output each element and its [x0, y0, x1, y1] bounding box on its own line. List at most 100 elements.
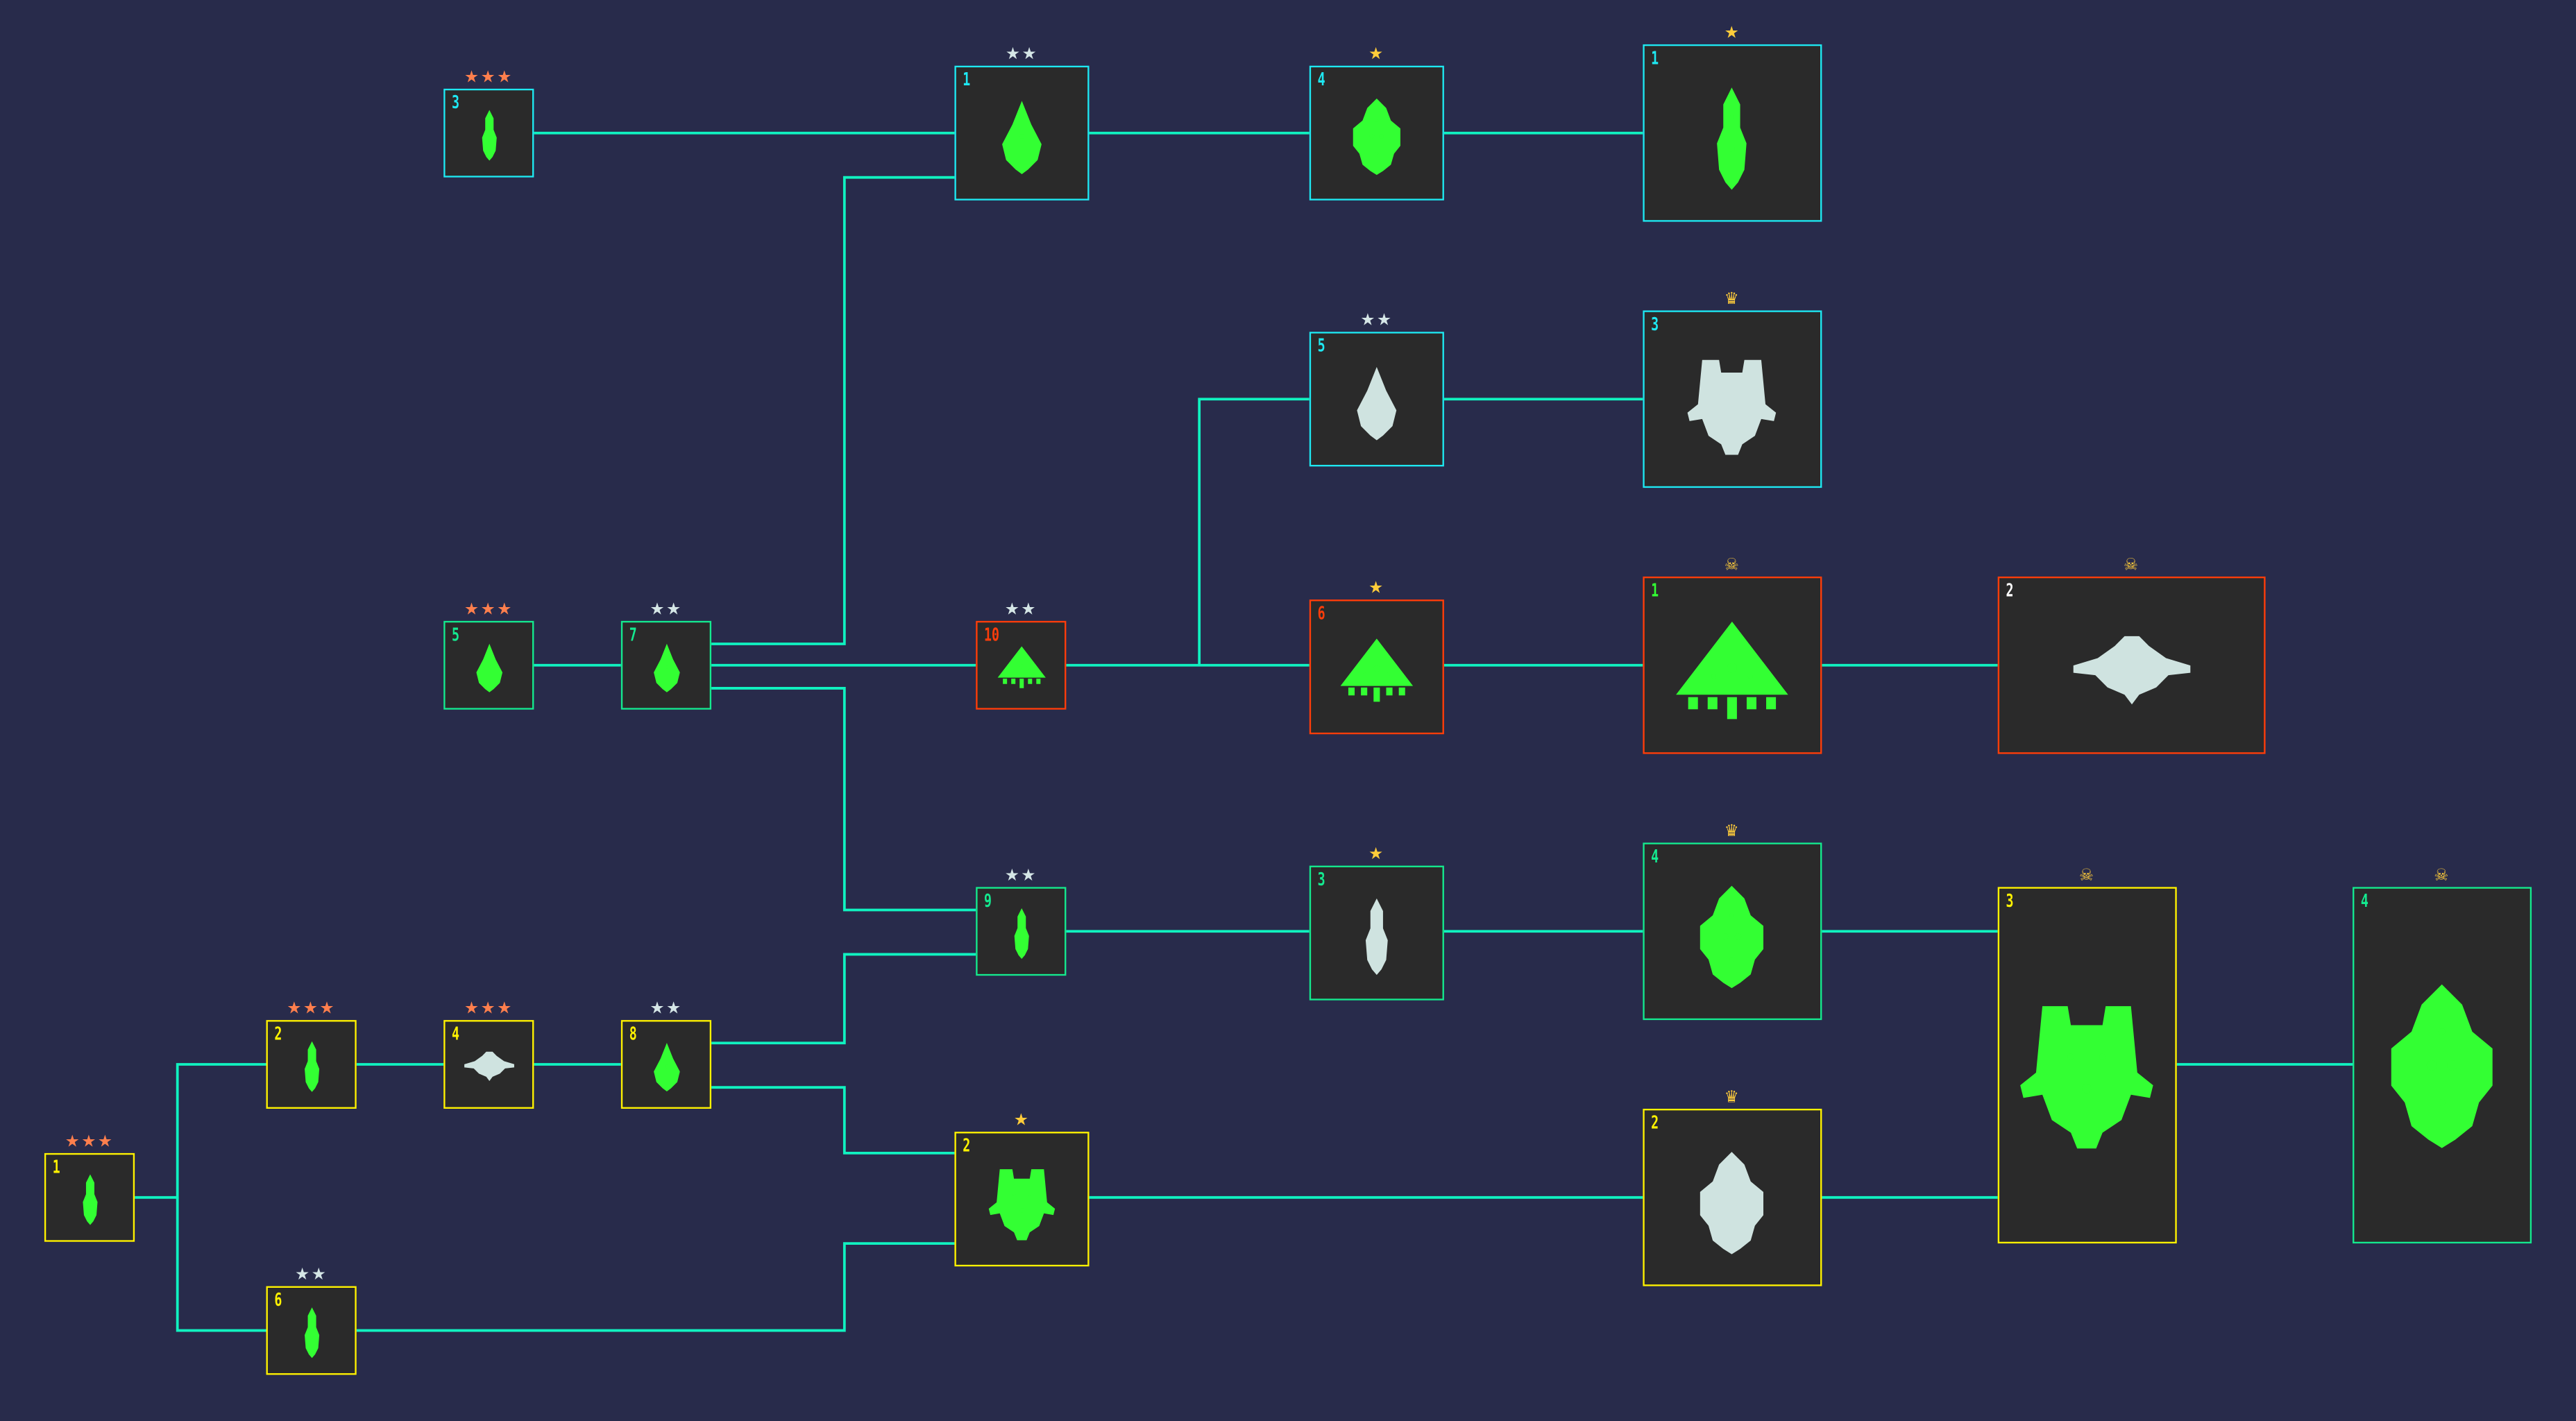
ship-icon: [1679, 343, 1785, 466]
ship-icon: [1650, 609, 1815, 731]
ship-node[interactable]: ★★★ 2: [266, 1001, 357, 1109]
crown-icon: ♛: [1724, 1089, 1741, 1107]
ship-icon: [995, 904, 1047, 964]
star-rating-icon: ★★: [295, 1266, 328, 1285]
ship-icon: [1679, 77, 1785, 199]
node-number-label: 4: [452, 1023, 459, 1045]
star-rating-icon: ★: [1368, 846, 1385, 865]
crown-icon: ♛: [1724, 291, 1741, 309]
ship-node[interactable]: ★★ 7: [620, 601, 712, 710]
star-rating-icon: ★: [1724, 24, 1741, 43]
star-rating-icon: ★: [1013, 1112, 1031, 1130]
ship-node[interactable]: ★★ 8: [620, 1001, 712, 1109]
node-number-label: 1: [52, 1156, 60, 1178]
ship-icon: [1337, 625, 1416, 717]
star-rating-icon: ★★★: [65, 1133, 115, 1152]
node-number-label: 2: [1651, 1112, 1659, 1134]
ship-node[interactable]: ☠ 4: [2353, 867, 2532, 1244]
node-number-label: 3: [452, 92, 459, 114]
node-number-label: 4: [2360, 890, 2369, 912]
star-rating-icon: ★★: [1360, 312, 1393, 330]
ship-node[interactable]: ♛ 3: [1643, 291, 1822, 488]
crown-icon: ♛: [1724, 823, 1741, 842]
edge: [135, 1063, 266, 1199]
ship-icon: [1337, 91, 1416, 183]
star-rating-icon: ★: [1368, 46, 1385, 65]
ship-icon: [63, 1170, 115, 1229]
ship-node[interactable]: ★ 6: [1309, 580, 1444, 735]
edge: [711, 953, 976, 1045]
ship-node[interactable]: ★★ 9: [976, 867, 1067, 976]
star-rating-icon: ★★★: [464, 69, 514, 87]
ship-icon: [1337, 891, 1416, 983]
edge: [711, 1086, 955, 1155]
edge: [711, 687, 976, 912]
node-number-label: 1: [1651, 47, 1659, 69]
ship-node[interactable]: ★★★ 5: [443, 601, 534, 710]
edge: [711, 176, 955, 645]
star-rating-icon: ★★: [1004, 867, 1037, 886]
ship-node[interactable]: ★ 3: [1309, 846, 1444, 1001]
skull-icon: ☠: [2123, 556, 2140, 575]
ship-icon: [463, 1037, 515, 1097]
ship-icon: [983, 91, 1062, 183]
ship-icon: [285, 1303, 337, 1363]
node-number-label: 9: [984, 890, 992, 912]
ship-node[interactable]: ♛ 4: [1643, 823, 1822, 1021]
edge: [1198, 398, 1310, 665]
ship-icon: [995, 638, 1047, 697]
node-number-label: 6: [274, 1289, 282, 1311]
node-number-label: 8: [629, 1023, 637, 1045]
node-number-label: 10: [984, 624, 999, 646]
star-rating-icon: ★★★: [464, 601, 514, 620]
ship-icon: [1679, 1141, 1785, 1263]
ship-node[interactable]: ☠ 3: [1997, 867, 2177, 1244]
node-number-label: 1: [1651, 579, 1659, 602]
node-number-label: 4: [1317, 69, 1325, 91]
ship-node[interactable]: ★★ 6: [266, 1266, 357, 1375]
node-number-label: 2: [963, 1134, 971, 1157]
ship-icon: [640, 638, 692, 697]
ship-node[interactable]: ★★★ 4: [443, 1001, 534, 1109]
ship-node[interactable]: ★ 4: [1309, 46, 1444, 201]
ship-node[interactable]: ★ 2: [954, 1112, 1090, 1267]
ship-node[interactable]: ♛ 2: [1643, 1089, 1822, 1286]
ship-node[interactable]: ★ 1: [1643, 25, 1822, 222]
node-number-label: 5: [1317, 334, 1325, 357]
ship-icon: [2008, 931, 2167, 1214]
node-number-label: 5: [452, 624, 459, 646]
node-number-label: 4: [1651, 846, 1659, 867]
ship-node[interactable]: ★★ 10: [976, 601, 1067, 710]
node-number-label: 2: [2006, 579, 2014, 602]
node-number-label: 3: [2006, 890, 2014, 912]
ship-icon: [285, 1037, 337, 1097]
ship-icon: [463, 638, 515, 697]
ship-node[interactable]: ★★★ 1: [44, 1133, 135, 1242]
ship-icon: [463, 105, 515, 165]
skull-icon: ☠: [1724, 556, 1741, 575]
star-rating-icon: ★★: [650, 601, 683, 620]
star-rating-icon: ★★: [1005, 46, 1039, 65]
ship-icon: [983, 1157, 1062, 1250]
edge: [356, 1242, 955, 1332]
star-rating-icon: ★★★: [464, 1000, 514, 1019]
ship-icon: [2357, 910, 2526, 1220]
node-number-label: 1: [963, 69, 971, 91]
node-number-label: 7: [629, 624, 637, 646]
ship-node[interactable]: ★★★ 3: [443, 69, 534, 178]
ship-node[interactable]: ☠ 1: [1643, 557, 1822, 754]
star-rating-icon: ★: [1368, 579, 1385, 598]
node-number-label: 6: [1317, 602, 1325, 624]
star-rating-icon: ★★: [1004, 601, 1037, 620]
ship-icon: [1337, 357, 1416, 450]
ship-node[interactable]: ☠ 2: [1997, 557, 2266, 754]
node-number-label: 3: [1651, 314, 1659, 335]
node-number-label: 2: [274, 1023, 282, 1045]
edge: [176, 1197, 266, 1332]
ship-node[interactable]: ★★ 5: [1309, 312, 1444, 467]
skull-icon: ☠: [2078, 867, 2096, 886]
node-number-label: 3: [1317, 869, 1325, 891]
ship-node[interactable]: ★★ 1: [954, 46, 1090, 201]
